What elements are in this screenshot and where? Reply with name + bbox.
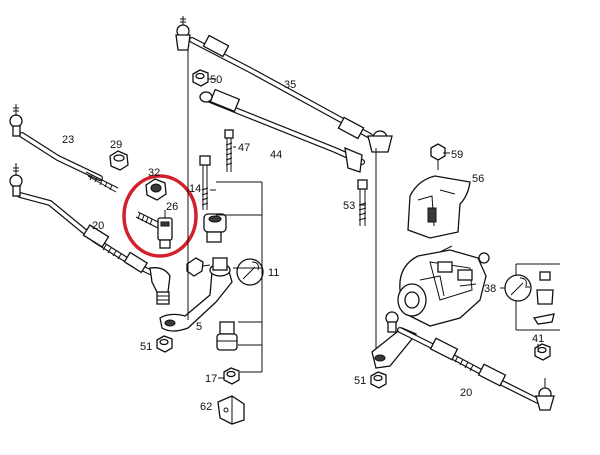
label-17: 17: [205, 373, 217, 385]
label-20-right: 20: [460, 387, 472, 399]
label-59: 59: [451, 149, 463, 161]
tie-rod-20-left: [9, 163, 171, 305]
label-11: 11: [268, 267, 279, 279]
ball-joint-stud-26: [135, 210, 173, 249]
label-26: 26: [166, 201, 178, 213]
bolt-14: [199, 155, 211, 210]
nut-29: [109, 150, 129, 171]
label-44: 44: [270, 149, 282, 161]
bolt-53: [357, 179, 368, 226]
label-47: 47: [238, 142, 250, 154]
bolt-59: [430, 143, 446, 170]
label-20-left: 20: [92, 220, 104, 232]
nut-17: [223, 367, 240, 385]
label-38: 38: [484, 283, 496, 295]
cover-56: [407, 175, 471, 239]
label-50: 50: [210, 74, 222, 86]
nut-50: [192, 69, 209, 87]
nut-41: [534, 343, 551, 361]
grease-fitting: [186, 257, 211, 277]
nut-51-right: [370, 371, 387, 389]
label-23: 23: [62, 134, 74, 146]
relay-rod-44: [199, 88, 365, 173]
bracket-62: [217, 395, 245, 425]
callout-labels: 23 20 29 32 26 14 47 44 35 50 11 5 51 17…: [62, 74, 544, 413]
label-14: 14: [189, 183, 201, 195]
steering-gear-box: [397, 245, 490, 327]
label-35: 35: [284, 79, 296, 91]
label-5: 5: [196, 321, 202, 333]
label-29: 29: [110, 139, 122, 151]
drag-link-35: [175, 16, 393, 153]
bushing-lower: [216, 321, 238, 351]
bolt-47: [224, 129, 234, 172]
pitman-arm: [371, 327, 418, 369]
label-51-right: 51: [354, 375, 366, 387]
label-41: 41: [532, 333, 544, 345]
assembly-bracket-lines: [187, 48, 377, 373]
bushing: [203, 213, 227, 243]
nut-32: [145, 178, 167, 201]
tie-rod-23: [9, 104, 119, 193]
kit-38: [500, 263, 560, 331]
label-51-left: 51: [140, 341, 152, 353]
idler-arm-5: [159, 257, 233, 332]
nut-51-left: [156, 335, 173, 353]
highlight-circle: [122, 174, 198, 258]
wrench-icon-11: [236, 258, 264, 286]
label-32: 32: [148, 167, 160, 179]
label-56: 56: [472, 173, 484, 185]
label-62: 62: [200, 401, 212, 413]
label-53: 53: [343, 200, 355, 212]
leader-lines: [208, 78, 539, 379]
tie-rod-20-right: [385, 311, 555, 411]
